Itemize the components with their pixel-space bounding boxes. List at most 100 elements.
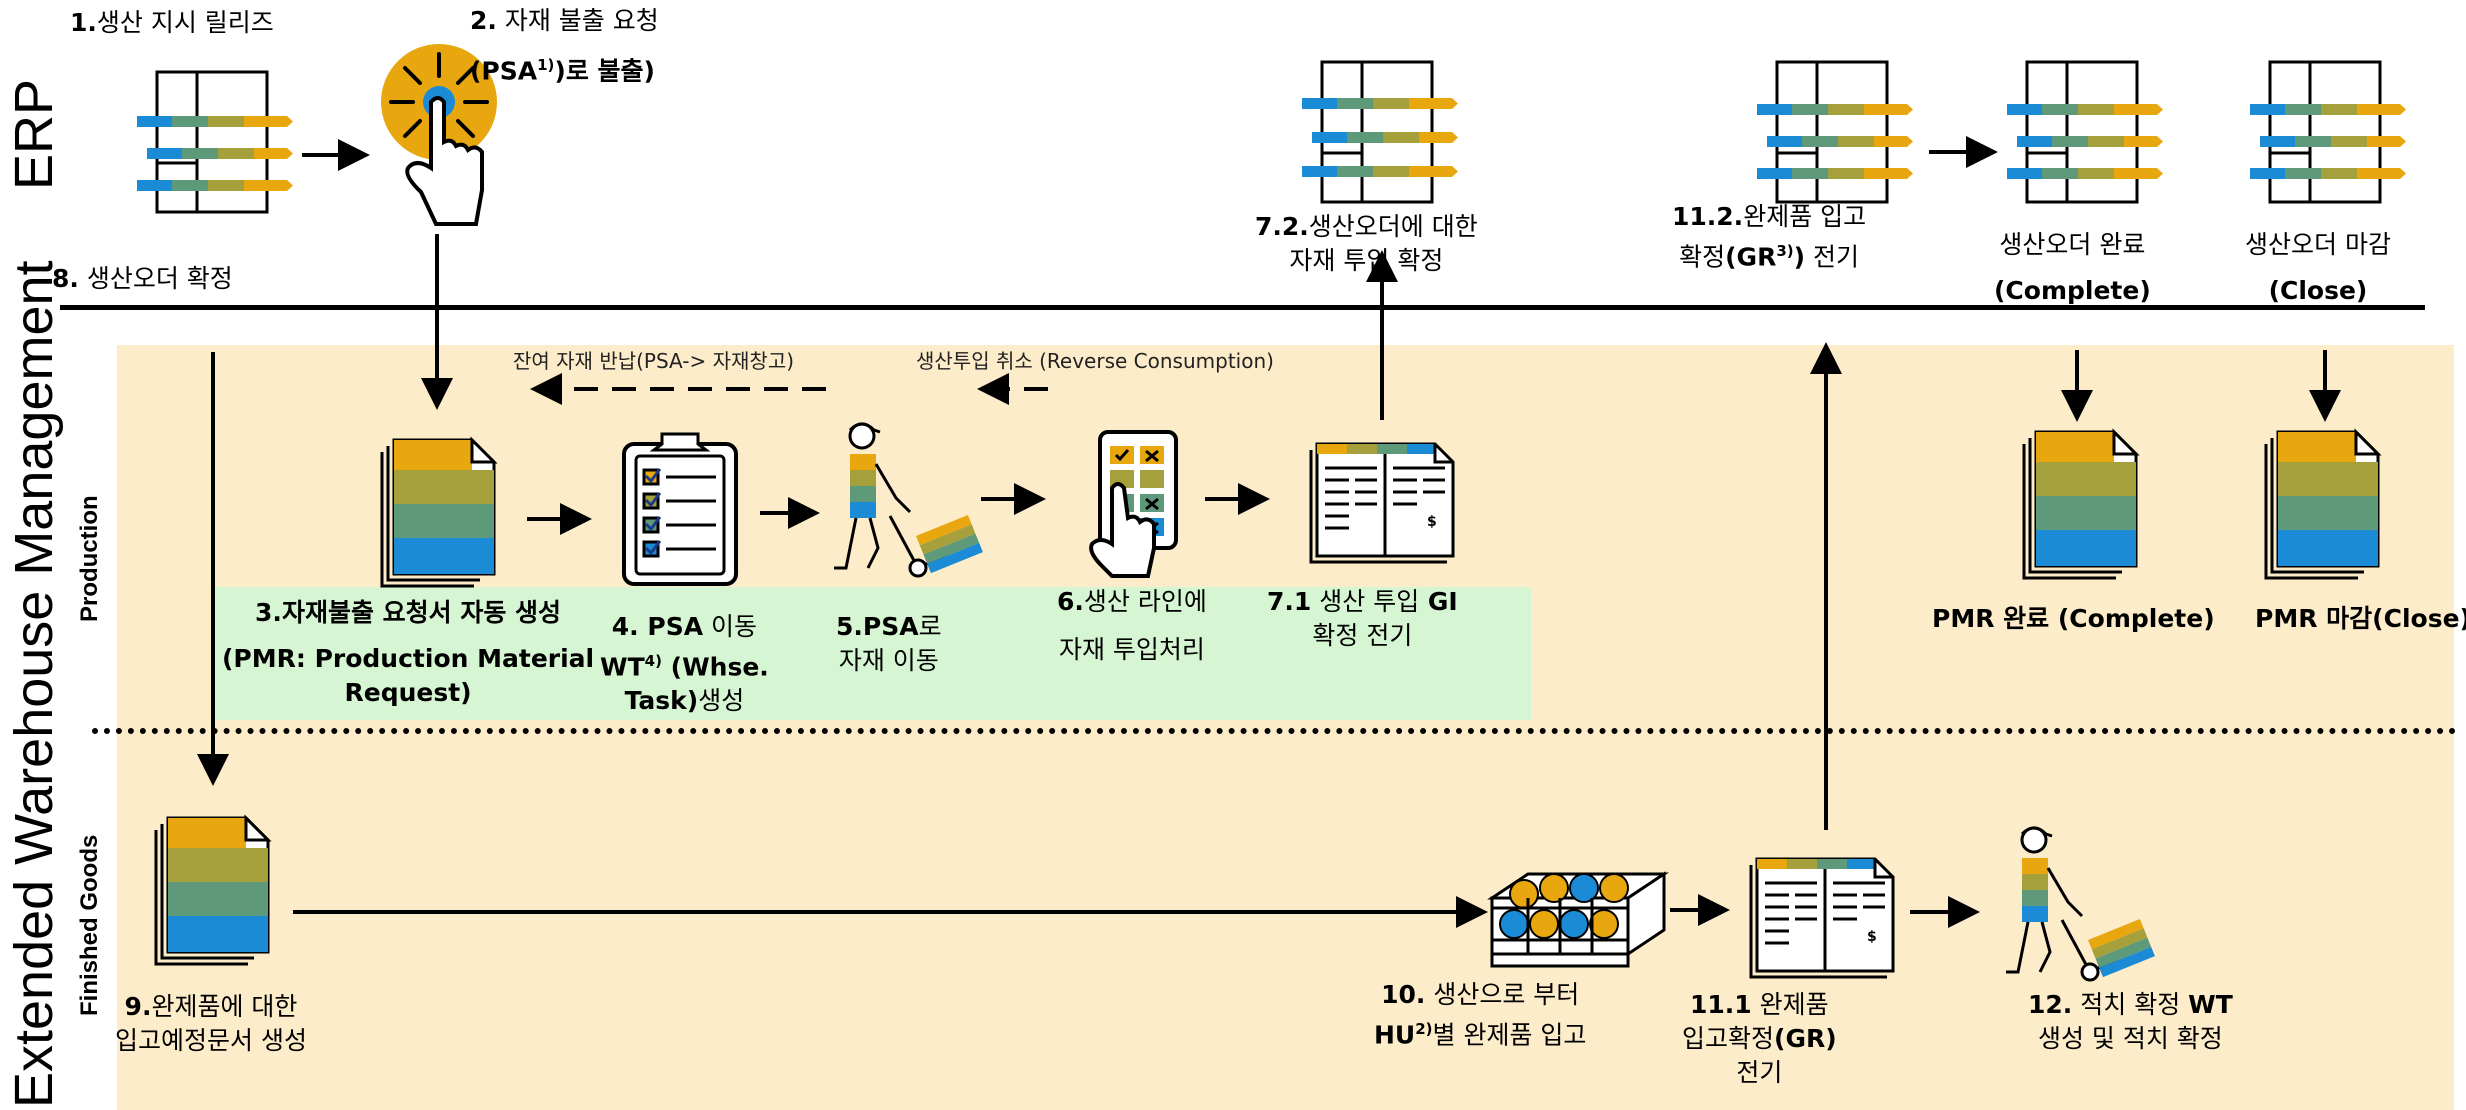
production-order-doc-icon bbox=[137, 70, 293, 214]
step112-sup: 3) bbox=[1776, 242, 1794, 260]
step3-num: 3. bbox=[255, 598, 282, 627]
step12-line1: 적치 확정 bbox=[2072, 990, 2189, 1019]
step6-num: 6. bbox=[1057, 587, 1084, 616]
step4-label: 4. PSA 이동 WT4) (Whse. Task)생성 bbox=[600, 610, 769, 718]
step4-line1: 이동 bbox=[703, 612, 758, 641]
step10-line2-b: HU bbox=[1374, 1020, 1416, 1050]
erp-lane-divider bbox=[60, 305, 2425, 310]
complete-label: 생산오더 완료 (Complete) bbox=[1994, 228, 2151, 308]
step6-label: 6.생산 라인에 자재 투입처리 bbox=[1057, 585, 1207, 667]
step5-label: 5.PSA로 자재 이동 bbox=[836, 610, 942, 678]
step112-line2-pre: 확정 bbox=[1679, 242, 1726, 272]
tap-request-icon bbox=[381, 44, 497, 226]
step4-line3-b: Task) bbox=[624, 686, 699, 716]
close-label: 생산오더 마감 (Close) bbox=[2245, 228, 2391, 308]
worker-hand-truck-icon bbox=[834, 422, 983, 578]
step8-label: 8. 생산오더 확정 bbox=[52, 262, 233, 296]
step4-sup: 4) bbox=[644, 652, 662, 670]
step2-line2: (PSA1))로 불출) bbox=[470, 48, 659, 88]
step4-line2-b2: (Whse. bbox=[661, 652, 769, 682]
pmr-close-text: 마감 bbox=[2317, 604, 2373, 633]
step3-line3: Request) bbox=[344, 678, 472, 707]
step12-line2: 생성 및 적치 확정 bbox=[2037, 1024, 2223, 1053]
checklist-clipboard-icon bbox=[622, 432, 738, 586]
svg-text:$: $ bbox=[1427, 514, 1437, 530]
step71-line2: 확정 전기 bbox=[1312, 621, 1413, 650]
pmr-complete-text: 완료 bbox=[1994, 604, 2058, 633]
step4-line3: 생성 bbox=[698, 686, 745, 716]
production-order-complete-doc-icon bbox=[2007, 60, 2163, 204]
goods-issue-document-icon: $ bbox=[1309, 442, 1455, 564]
step3-line1: 자재불출 요청서 자동 생성 bbox=[281, 598, 562, 627]
step72-line1: 생산오더에 대한 bbox=[1308, 212, 1478, 241]
tablet-touch-icon bbox=[1089, 430, 1178, 578]
pmr-close-b: (Close) bbox=[2372, 604, 2466, 633]
step111-line2-b: (GR) bbox=[1774, 1024, 1837, 1053]
step12-num: 12. bbox=[2028, 990, 2073, 1019]
goods-receipt-document-icon: $ bbox=[1749, 857, 1895, 979]
step111-line2: 입고확정 bbox=[1682, 1024, 1775, 1053]
pmr-complete-pre: PMR bbox=[1932, 604, 1995, 633]
pmr-close-document-icon bbox=[2264, 428, 2382, 580]
step112-line2-post: 전기 bbox=[1805, 242, 1860, 272]
step1-num: 1. bbox=[70, 8, 97, 37]
step5-num: 5. bbox=[836, 612, 863, 641]
step10-label: 10. 생산으로 부터 HU2)별 완제품 입고 bbox=[1374, 978, 1586, 1052]
complete-line2: (Complete) bbox=[1994, 276, 2151, 305]
step71-line1: 생산 투입 bbox=[1311, 587, 1420, 616]
step9-label: 9.완제품에 대한 입고예정문서 생성 bbox=[115, 990, 307, 1058]
step2-text: 자재 불출 요청 bbox=[504, 6, 659, 35]
pmr-complete-label: PMR 완료 (Complete) bbox=[1932, 602, 2215, 636]
step5-line2: 자재 이동 bbox=[838, 646, 939, 675]
step72-line2: 자재 투입 확정 bbox=[1289, 246, 1444, 275]
step2-sup: 1) bbox=[537, 56, 555, 74]
production-order-doc-icon-112 bbox=[1757, 60, 1913, 204]
reverse-consumption-label: 생산투입 취소 (Reverse Consumption) bbox=[916, 349, 1274, 373]
step2-line2-pre: (PSA bbox=[470, 56, 538, 86]
step9-num: 9. bbox=[124, 992, 152, 1021]
inbound-delivery-document-icon bbox=[154, 814, 272, 966]
step71-label: 7.1 생산 투입 GI 확정 전기 bbox=[1267, 585, 1458, 653]
step12-label: 12. 적치 확정 WT 생성 및 적치 확정 bbox=[2028, 988, 2233, 1056]
step10-line2: 별 완제품 입고 bbox=[1432, 1020, 1587, 1050]
step112-line2-b: (GR bbox=[1725, 242, 1777, 272]
step2-num: 2. bbox=[470, 6, 497, 35]
step2-label: 2. 자재 불출 요청 (PSA1))로 불출) bbox=[470, 4, 659, 88]
step72-num: 7.2. bbox=[1255, 212, 1309, 241]
production-order-close-doc-icon bbox=[2250, 60, 2406, 204]
step10-line1: 생산으로 부터 bbox=[1425, 980, 1580, 1009]
handling-unit-pallet-icon bbox=[1487, 871, 1669, 968]
step1-label: 1.생산 지시 릴리즈 bbox=[70, 6, 274, 40]
close-line1: 생산오더 마감 bbox=[2245, 230, 2391, 259]
step3-label: 3.자재불출 요청서 자동 생성 (PMR: Production Materi… bbox=[222, 596, 594, 710]
production-finished-divider bbox=[92, 728, 2457, 734]
step1-text: 생산 지시 릴리즈 bbox=[96, 8, 274, 37]
step111-line3: 전기 bbox=[1736, 1058, 1783, 1087]
production-highlight-box bbox=[213, 587, 1531, 720]
step4-num: 4. bbox=[611, 612, 639, 641]
step8-text: 생산오더 확정 bbox=[78, 264, 233, 293]
step12-line1-b: WT bbox=[2188, 990, 2233, 1019]
step5-line1: 로 bbox=[918, 612, 942, 641]
step112-line2-b2: ) bbox=[1793, 242, 1806, 272]
return-material-label: 잔여 자재 반납(PSA-> 자재창고) bbox=[513, 349, 795, 373]
step9-line1: 완제품에 대한 bbox=[151, 992, 298, 1021]
step3-line2: (PMR: Production Material bbox=[222, 644, 595, 673]
step5-line1-b: PSA bbox=[862, 612, 919, 641]
step4-line2-b: WT bbox=[600, 652, 645, 682]
step111-num: 11.1 bbox=[1690, 990, 1752, 1019]
step112-label: 11.2.완제품 입고 확정(GR3)) 전기 bbox=[1672, 200, 1866, 274]
complete-line1: 생산오더 완료 bbox=[1999, 230, 2146, 259]
production-order-doc-icon-72 bbox=[1302, 60, 1458, 204]
step10-sup: 2) bbox=[1415, 1020, 1433, 1038]
step6-line2: 자재 투입처리 bbox=[1058, 635, 1205, 664]
step10-num: 10. bbox=[1381, 980, 1426, 1009]
pmr-complete-b: (Complete) bbox=[2057, 604, 2215, 633]
step9-line2: 입고예정문서 생성 bbox=[115, 1026, 307, 1055]
pmr-close-pre: PMR bbox=[2255, 604, 2318, 633]
step112-line1: 완제품 입고 bbox=[1743, 202, 1867, 231]
step72-label: 7.2.생산오더에 대한 자재 투입 확정 bbox=[1255, 210, 1478, 278]
step6-line1: 생산 라인에 bbox=[1083, 587, 1207, 616]
pmr-complete-document-icon bbox=[2022, 428, 2140, 580]
